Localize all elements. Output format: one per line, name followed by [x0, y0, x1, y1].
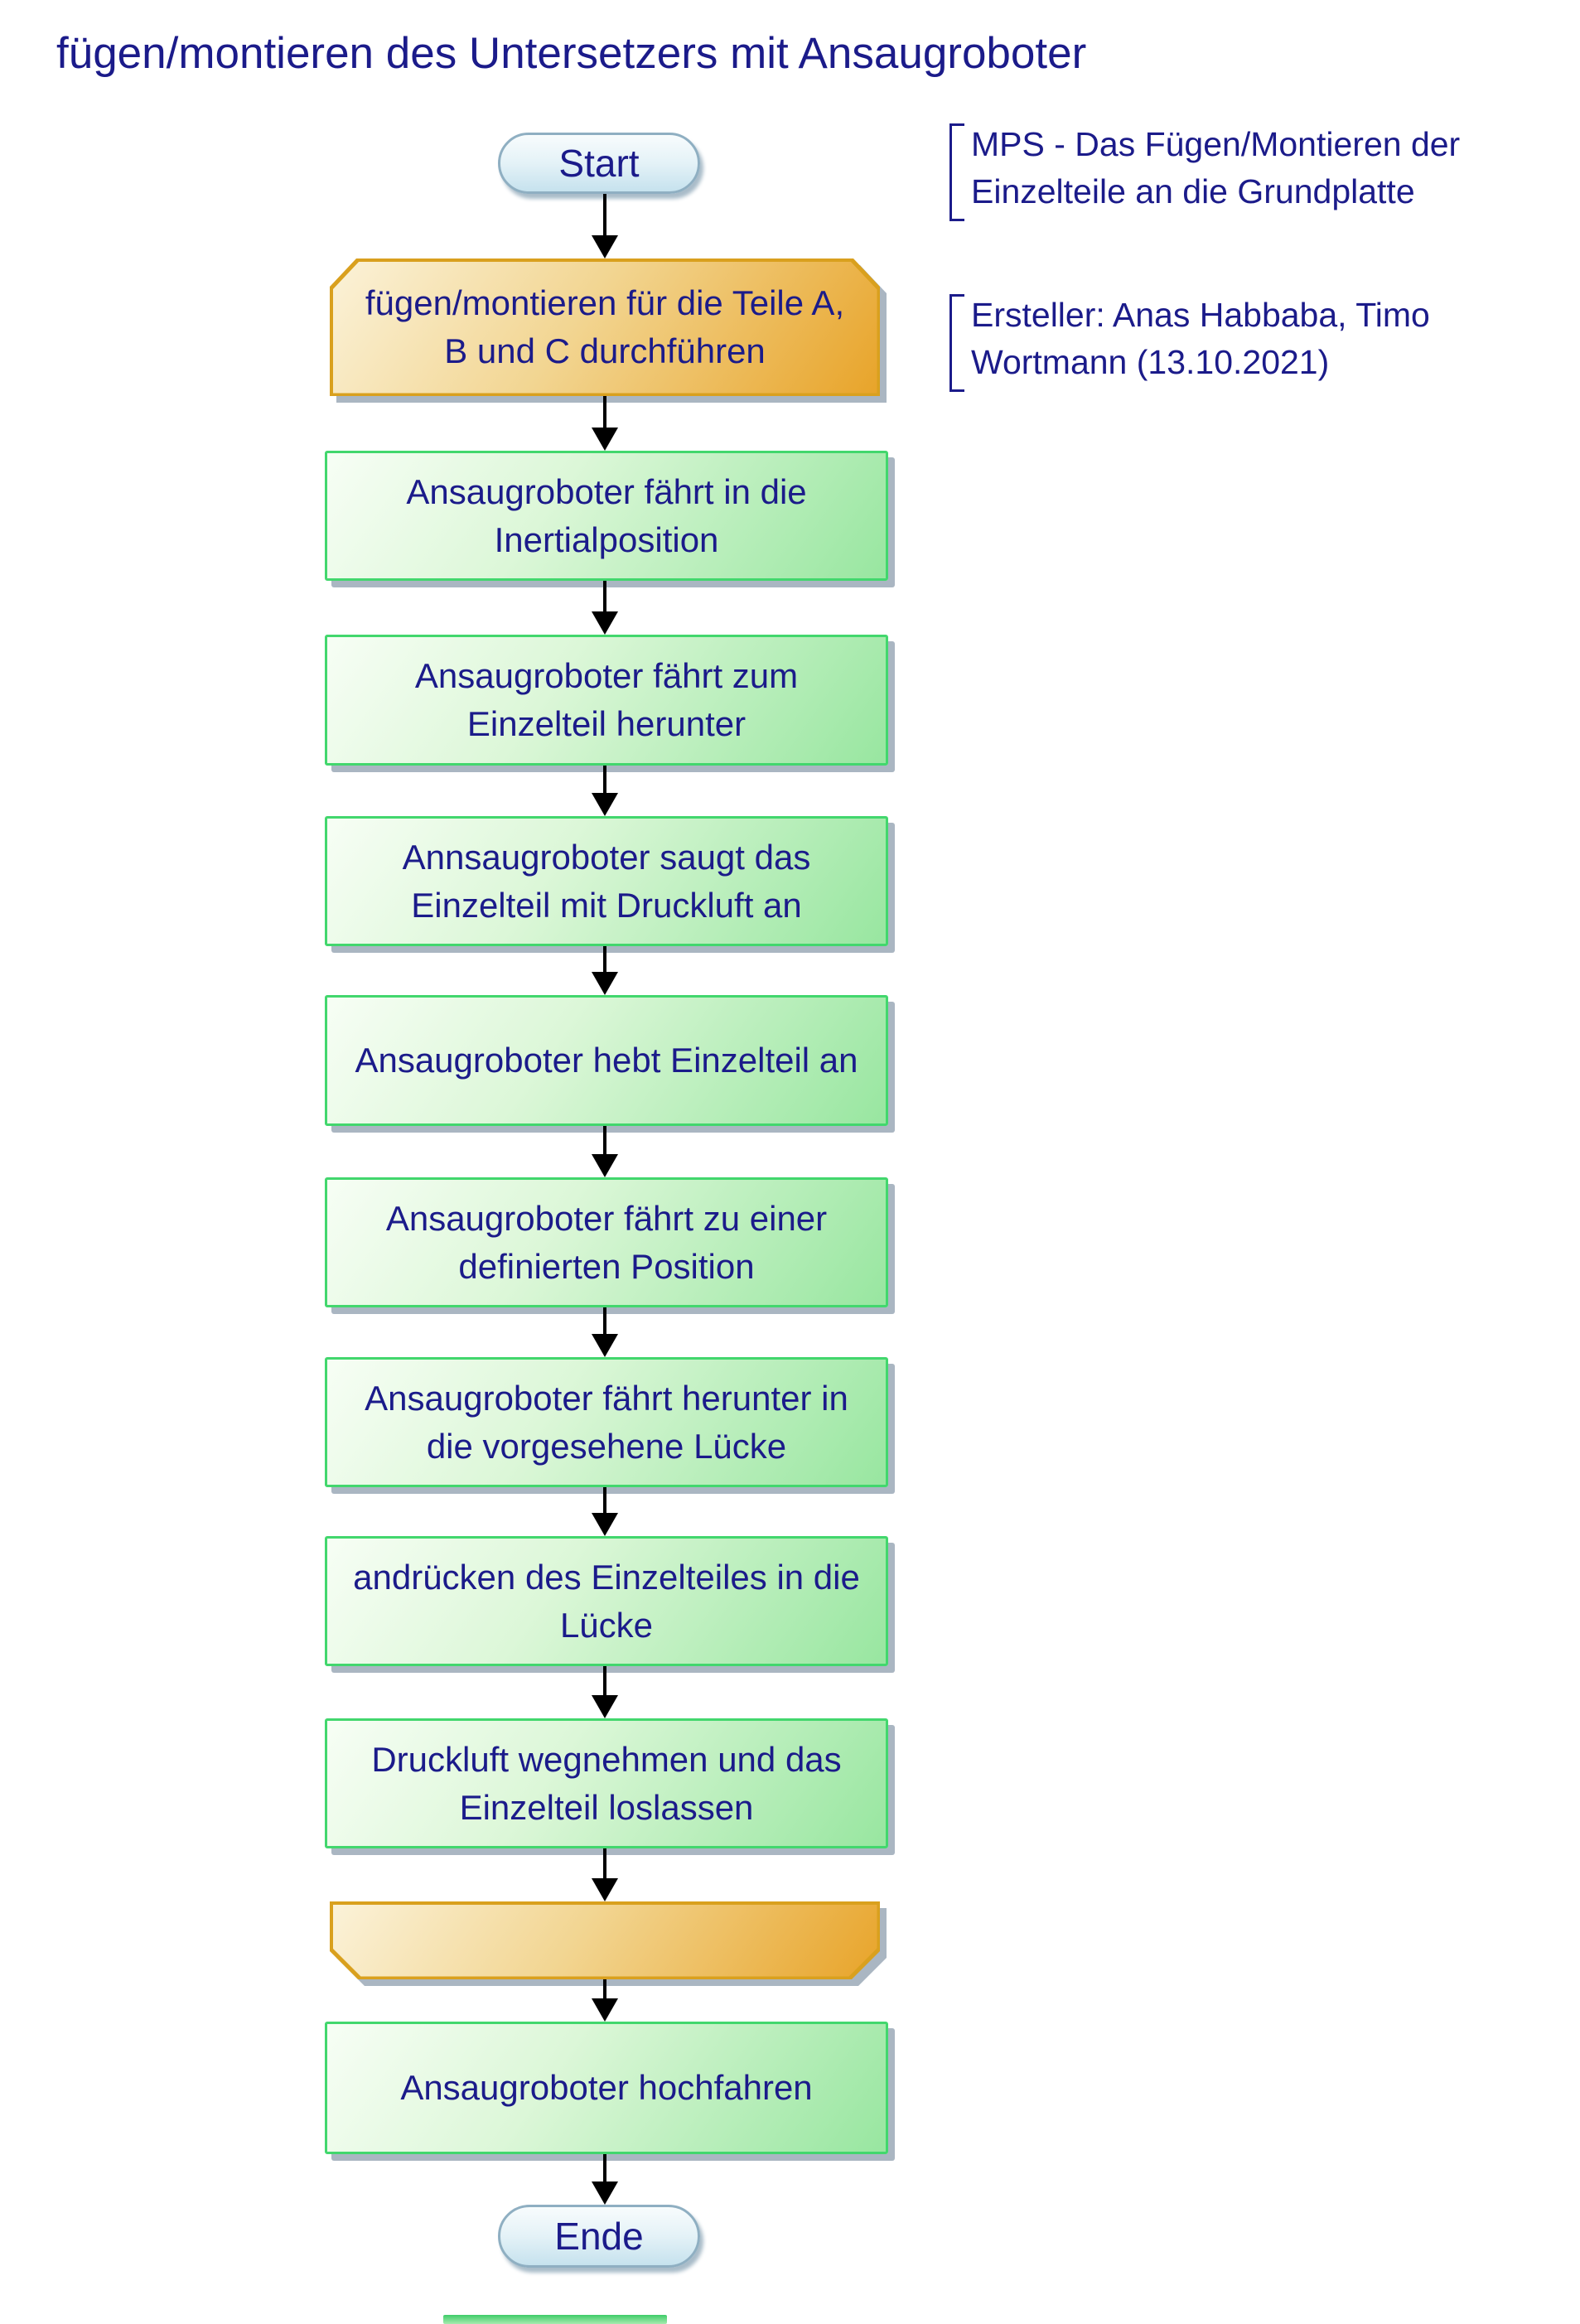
- flow-arrow: [592, 1126, 618, 1177]
- end-node: Ende: [498, 2205, 700, 2268]
- left-bracket: [949, 123, 964, 221]
- process-node: Annsaugroboter saugt das Einzelteil mit …: [325, 816, 888, 946]
- loop-end-node: [330, 1901, 880, 1979]
- process-node: andrücken des Einzelteiles in die Lücke: [325, 1536, 888, 1666]
- annotation-mps: MPS - Das Fügen/Montieren der Einzelteil…: [949, 121, 1498, 221]
- process-node: Ansaugroboter fährt in die Inertialposit…: [325, 451, 888, 581]
- flow-arrow: [592, 1979, 618, 2022]
- flow-arrow: [592, 1848, 618, 1901]
- start-node: Start: [498, 133, 700, 194]
- process-node: Ansaugroboter fährt zum Einzelteil herun…: [325, 635, 888, 766]
- annotation-ersteller: Ersteller: Anas Habbaba, Timo Wortmann (…: [949, 292, 1498, 392]
- process-node: Druckluft wegnehmen und das Einzelteil l…: [325, 1718, 888, 1848]
- process-label: Druckluft wegnehmen und das Einzelteil l…: [371, 1739, 842, 1827]
- annotation-mps-text: MPS - Das Fügen/Montieren der Einzelteil…: [971, 125, 1461, 210]
- loop-end-shape: [330, 1901, 880, 1979]
- process-label: Ansaugroboter fährt zum Einzelteil herun…: [414, 656, 799, 743]
- flow-arrow: [592, 581, 618, 635]
- cutoff-green-element: [443, 2315, 667, 2324]
- process-label: Ansaugroboter hochfahren: [400, 2068, 813, 2108]
- flow-arrow: [592, 946, 618, 995]
- flow-arrow: [592, 194, 618, 258]
- process-node: Ansaugroboter hebt Einzelteil an: [325, 995, 888, 1126]
- end-label: Ende: [554, 2215, 644, 2258]
- process-label: Annsaugroboter saugt das Einzelteil mit …: [402, 837, 811, 925]
- process-node: Ansaugroboter fährt herunter in die vorg…: [325, 1357, 888, 1487]
- process-label: Ansaugroboter fährt in die Inertialposit…: [406, 471, 807, 559]
- flow-arrow: [592, 766, 618, 816]
- flow-arrow: [592, 1666, 618, 1718]
- flow-arrow: [592, 1307, 618, 1357]
- loop-start-node: fügen/montieren für die Teile A, B und C…: [330, 258, 880, 396]
- flow-arrow: [592, 2154, 618, 2205]
- process-node: Ansaugroboter fährt zu einer definierten…: [325, 1177, 888, 1307]
- flow-arrow: [592, 1487, 618, 1536]
- flow-arrow: [592, 396, 618, 451]
- annotation-ersteller-text: Ersteller: Anas Habbaba, Timo Wortmann (…: [971, 296, 1430, 381]
- process-label: Ansaugroboter fährt herunter in die vorg…: [365, 1378, 848, 1466]
- process-node: Ansaugroboter hochfahren: [325, 2022, 888, 2154]
- process-label: Ansaugroboter hebt Einzelteil an: [355, 1041, 858, 1080]
- process-label: andrücken des Einzelteiles in die Lücke: [353, 1557, 860, 1645]
- left-bracket: [949, 294, 964, 392]
- loop-start-label: fügen/montieren für die Teile A, B und C…: [365, 283, 845, 370]
- process-label: Ansaugroboter fährt zu einer definierten…: [385, 1198, 828, 1286]
- loop-start-shape: [330, 258, 880, 396]
- page-title: fügen/montieren des Untersetzers mit Ans…: [56, 29, 1087, 78]
- start-label: Start: [558, 142, 640, 185]
